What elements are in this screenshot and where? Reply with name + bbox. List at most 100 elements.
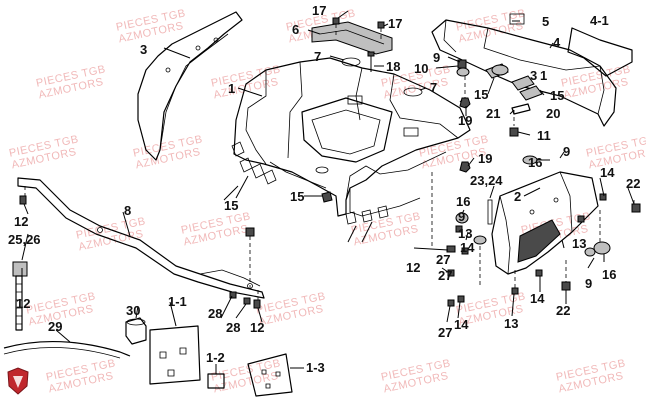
part-29-cable — [3, 341, 131, 357]
callout-7: 7 — [314, 49, 321, 64]
fasteners — [19, 17, 641, 309]
washer-28 — [229, 291, 237, 299]
callout-6: 6 — [292, 22, 299, 37]
part-1-1-cover-plate — [149, 325, 201, 385]
callout-14: 14 — [454, 317, 469, 332]
callout-3: 3 — [140, 42, 147, 57]
nut-19 — [459, 161, 471, 173]
callout-28: 28 — [226, 320, 240, 335]
callout-labels: 17 6 17 5 4-1 3 7 9 10 4 18 1 7 3 1 15 2… — [8, 3, 640, 375]
callout-9: 9 — [563, 144, 570, 159]
callout-12: 12 — [406, 260, 420, 275]
callout-4-1: 4-1 — [590, 13, 609, 28]
callout-1-1: 1-1 — [168, 294, 187, 309]
screw-17 — [377, 21, 385, 29]
clip-14 — [599, 193, 607, 201]
callout-28: 28 — [208, 306, 222, 321]
callout-7: 7 — [430, 80, 437, 95]
nut-27 — [447, 299, 455, 307]
bolt-11 — [509, 127, 519, 137]
callout-8: 8 — [124, 203, 131, 218]
part-1-2-pad — [207, 373, 225, 389]
callout-12: 12 — [14, 214, 28, 229]
callout-3: 3 — [530, 68, 537, 83]
callout-25-26: 25,26 — [8, 232, 41, 247]
grommet-16 — [593, 241, 611, 255]
callout-27: 27 — [436, 252, 450, 267]
washer-9 — [584, 247, 596, 257]
callout-20: 20 — [546, 106, 560, 121]
clip-14 — [535, 269, 543, 277]
callout-13: 13 — [504, 316, 518, 331]
part-1-1-holes — [159, 347, 187, 377]
spacer-20 — [511, 103, 531, 115]
callout-1: 1 — [228, 81, 235, 96]
callout-12: 12 — [250, 320, 264, 335]
callout-13: 13 — [458, 226, 472, 241]
callout-4: 4 — [553, 35, 561, 50]
part-30-clip — [125, 317, 147, 345]
part-4-1-insert — [567, 27, 633, 77]
part-1-rear-body — [231, 57, 471, 225]
clip-13 — [511, 287, 519, 295]
washer-16 — [522, 155, 538, 165]
nut-27 — [447, 269, 455, 277]
part-31 — [491, 64, 509, 76]
callout-16: 16 — [528, 155, 542, 170]
callout-9: 9 — [433, 50, 440, 65]
callout-9: 9 — [585, 276, 592, 291]
nut-27 — [455, 225, 463, 233]
callout-30: 30 — [126, 303, 140, 318]
callout-29: 29 — [48, 319, 62, 334]
washer-9 — [473, 235, 487, 245]
callout-11: 11 — [537, 128, 551, 143]
callout-12: 12 — [16, 296, 30, 311]
screw-12 — [245, 227, 255, 237]
nut-10 — [457, 59, 467, 69]
callout-19: 19 — [458, 113, 472, 128]
callout-14: 14 — [460, 240, 475, 255]
callout-15: 15 — [224, 198, 238, 213]
screw-12 — [446, 245, 456, 253]
screw-17 — [332, 17, 340, 25]
callout-15: 15 — [290, 189, 304, 204]
rod-23-24 — [487, 199, 493, 225]
callout-17: 17 — [388, 16, 402, 31]
callout-27: 27 — [438, 268, 452, 283]
callout-10: 10 — [414, 61, 428, 76]
callout-17: 17 — [312, 3, 326, 18]
callout-1-2: 1-2 — [206, 350, 225, 365]
callout-22: 22 — [556, 303, 570, 318]
part-25-26-strap — [12, 261, 28, 331]
callout-9: 9 — [458, 209, 465, 224]
screw-12 — [253, 299, 261, 309]
clip-14 — [457, 295, 465, 303]
callout-21: 21 — [486, 106, 500, 121]
callout-15: 15 — [474, 87, 488, 102]
callout-23-24: 23,24 — [470, 173, 503, 188]
clip-15 — [321, 191, 333, 203]
callout-1-3: 1-3 — [306, 360, 325, 375]
callout-19: 19 — [478, 151, 492, 166]
part-3-left-fender — [137, 11, 243, 161]
callout-18: 18 — [386, 59, 400, 74]
screw-12 — [19, 195, 27, 205]
callout-13: 13 — [572, 236, 586, 251]
callout-15: 15 — [550, 88, 564, 103]
screw-22 — [561, 281, 571, 291]
nut-19 — [459, 97, 471, 109]
callout-27: 27 — [438, 325, 452, 340]
part-6-bracket — [311, 21, 393, 55]
clip-13 — [577, 215, 585, 223]
callout-5: 5 — [542, 14, 549, 29]
callout-1: 1 — [540, 68, 547, 83]
part-7-cap — [403, 87, 423, 97]
assembly-lines — [24, 24, 635, 300]
callout-22: 22 — [626, 176, 640, 191]
washer-28 — [243, 297, 251, 305]
leader-lines — [21, 10, 635, 374]
callout-16: 16 — [602, 267, 616, 282]
screw-22 — [631, 203, 641, 213]
